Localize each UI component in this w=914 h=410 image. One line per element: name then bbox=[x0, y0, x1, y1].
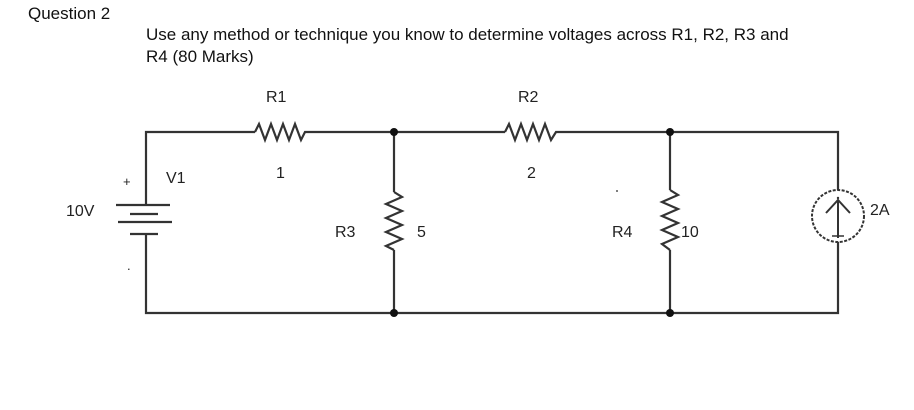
node-top-r4 bbox=[666, 128, 674, 136]
r2-name-label: R2 bbox=[518, 89, 539, 106]
v1-name-label: V1 bbox=[166, 170, 186, 187]
question-text: Use any method or technique you know to … bbox=[146, 24, 906, 68]
r3-name-label: R3 bbox=[335, 224, 356, 241]
question-text-line-2: R4 (80 Marks) bbox=[146, 47, 254, 66]
current-source-value-label: 2A bbox=[870, 202, 890, 219]
question-title: Question 2 bbox=[28, 4, 111, 23]
r2-value-label: 2 bbox=[527, 165, 536, 182]
r1-value-label: 1 bbox=[276, 165, 285, 182]
v1-plus-label: + bbox=[123, 174, 131, 189]
wire-left-bottom bbox=[144, 234, 840, 315]
wire-left-top bbox=[144, 130, 255, 205]
question-text-line-1: Use any method or technique you know to … bbox=[146, 25, 789, 44]
v1-value-label: 10V bbox=[66, 203, 95, 220]
r1-name-label: R1 bbox=[266, 89, 287, 106]
resistor-r4-symbol bbox=[659, 189, 681, 251]
node-bottom-r4 bbox=[666, 309, 674, 317]
battery-v1-symbol bbox=[116, 203, 172, 236]
resistor-r2-symbol bbox=[504, 120, 562, 144]
node-bottom-r3 bbox=[390, 309, 398, 317]
node-top-r3 bbox=[390, 128, 398, 136]
current-source-symbol bbox=[811, 189, 865, 243]
v1-minus-label: . bbox=[127, 258, 131, 273]
resistor-r1-symbol bbox=[254, 120, 310, 144]
resistor-r3-symbol bbox=[383, 191, 405, 251]
r4-value-label: 10 bbox=[681, 224, 699, 241]
wire-r2-to-right bbox=[562, 130, 840, 190]
r3-value-label: 5 bbox=[417, 224, 426, 241]
stray-dot bbox=[616, 190, 618, 192]
r4-name-label: R4 bbox=[612, 224, 633, 241]
